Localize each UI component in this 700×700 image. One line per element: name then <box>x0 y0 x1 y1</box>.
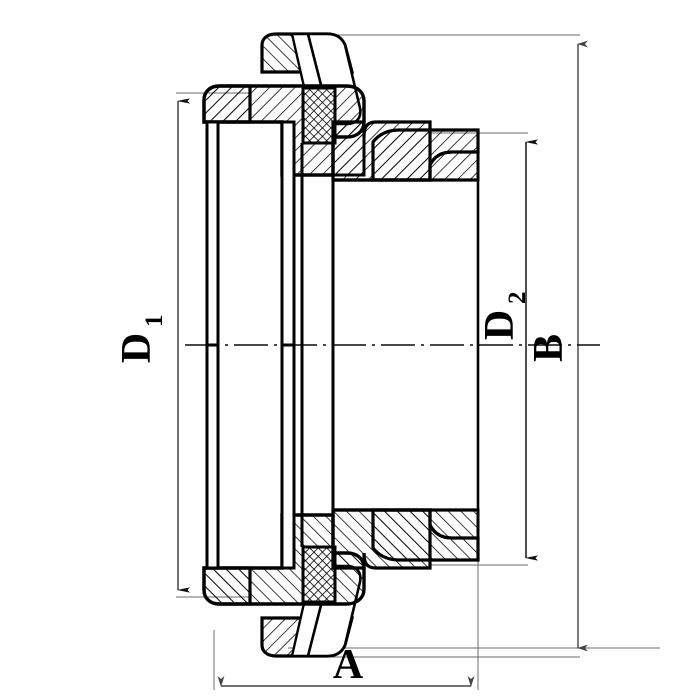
label-a-letter: A <box>333 642 364 688</box>
part-cross-section <box>185 32 600 658</box>
label-d1-letter: D <box>114 333 160 363</box>
nut-lip-upper <box>202 84 252 124</box>
nut-lip-lower <box>202 566 252 606</box>
label-d2-group: D 2 <box>477 292 531 341</box>
spigot-chamfer-lower <box>428 508 480 540</box>
label-d2-letter: D <box>477 310 523 340</box>
label-d1-group: D 1 <box>114 315 168 364</box>
label-b-letter: B <box>526 334 572 362</box>
label-d1-subscript: 1 <box>141 315 168 328</box>
liner-inner-wall-lower <box>280 343 296 570</box>
liner-outer-wall-lower <box>205 343 220 570</box>
spigot-chamfer-upper <box>428 150 480 182</box>
dimension-labels: D 1 D 2 B A <box>114 292 572 689</box>
gasket-seal-upper <box>301 86 337 145</box>
label-b-group: B <box>526 334 572 362</box>
liner-outer-wall-upper <box>205 120 220 347</box>
liner-inner-wall-upper <box>280 120 296 347</box>
label-d2-subscript: 2 <box>504 292 531 305</box>
gasket-seal-lower <box>301 545 337 604</box>
label-a-group: A <box>333 642 364 688</box>
